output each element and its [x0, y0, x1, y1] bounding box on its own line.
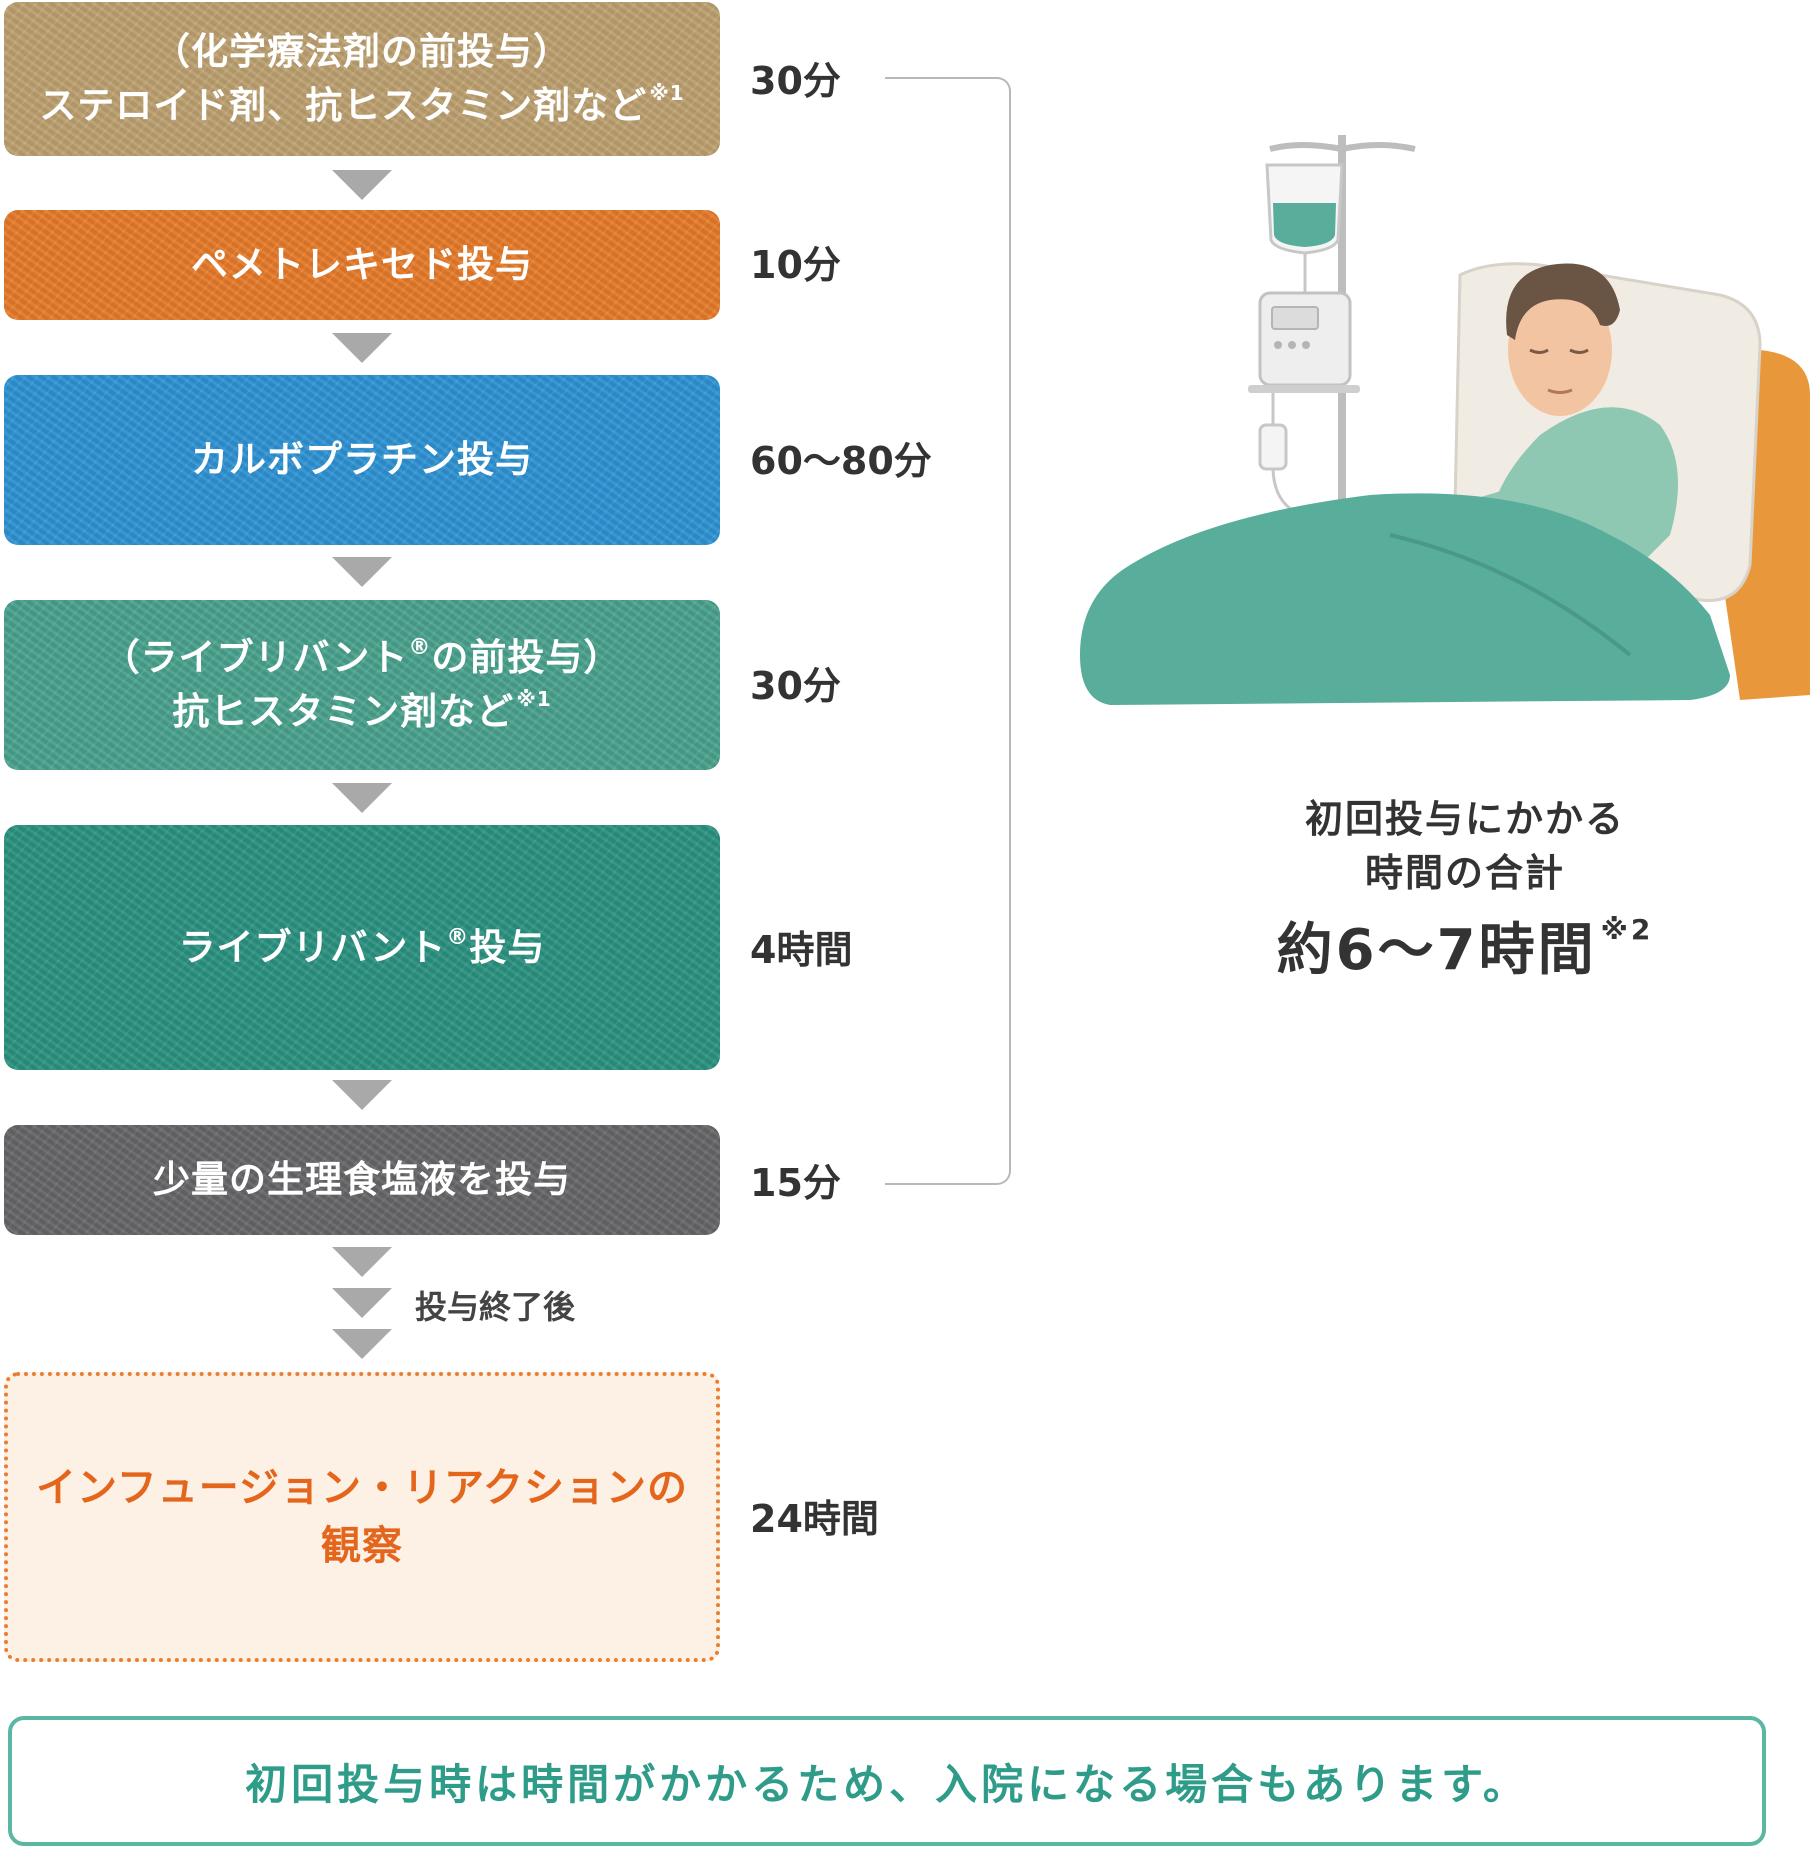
total-time-text: 約6〜7時間 — [1277, 918, 1597, 983]
drip-chamber — [1260, 425, 1286, 469]
step-line-text: ライブリバント — [179, 926, 447, 969]
step-label: （ライブリバント®の前投与） 抗ヒスタミン剤など※1 — [103, 631, 622, 739]
step-line-text: の前投与） — [431, 636, 621, 679]
step-pemetrexed: ペメトレキセド投与 — [4, 210, 720, 320]
patient-iv-illustration — [1070, 135, 1810, 715]
total-time-caption: 初回投与にかかる — [1200, 788, 1730, 843]
step-line-text: ステロイド剤、抗ヒスタミン剤など — [39, 84, 647, 127]
step-line: 抗ヒスタミン剤など※1 — [103, 685, 622, 739]
pump-display — [1272, 307, 1318, 329]
pump-button — [1288, 341, 1296, 349]
step-line-text: 抗ヒスタミン剤など — [172, 690, 514, 733]
step-label: カルボプラチン投与 — [191, 433, 533, 487]
step-saline: 少量の生理食塩液を投与 — [4, 1125, 720, 1235]
footnote-mark: ※1 — [649, 81, 684, 105]
down-arrow-icon — [332, 333, 392, 363]
step-line: 観察 — [321, 1517, 403, 1575]
iv-fluid — [1273, 203, 1336, 247]
pump-button — [1274, 341, 1282, 349]
step-premedication-chemo: （化学療法剤の前投与） ステロイド剤、抗ヒスタミン剤など※1 — [4, 2, 720, 156]
total-time-bracket — [885, 77, 1011, 1185]
step-duration: 30分 — [750, 663, 841, 709]
footnote-mark: ※2 — [1601, 913, 1654, 946]
step-duration: 4時間 — [750, 927, 852, 973]
step-rybrevant: ライブリバント®投与 — [4, 825, 720, 1070]
step-label: 少量の生理食塩液を投与 — [153, 1153, 571, 1207]
step-line: （化学療法剤の前投与） — [39, 25, 684, 79]
pump-button — [1302, 341, 1310, 349]
step-duration: 24時間 — [750, 1496, 879, 1542]
step-premedication-rybrevant: （ライブリバント®の前投与） 抗ヒスタミン剤など※1 — [4, 600, 720, 770]
step-line-text: 投与 — [469, 926, 545, 969]
step-line: （ライブリバント®の前投与） — [103, 631, 622, 685]
step-line: ステロイド剤、抗ヒスタミン剤など※1 — [39, 79, 684, 133]
registered-mark: ® — [408, 635, 431, 660]
pump-shelf — [1248, 385, 1360, 393]
step-label: ライブリバント®投与 — [179, 921, 546, 975]
hospitalization-note: 初回投与時は時間がかかるため、入院になる場合もあります。 — [8, 1716, 1766, 1846]
step-duration: 15分 — [750, 1160, 841, 1206]
step-label: ペメトレキセド投与 — [191, 238, 533, 292]
step-duration: 10分 — [750, 242, 841, 288]
down-arrow-icon — [332, 1247, 392, 1277]
step-observation: インフュージョン・リアクションの 観察 — [4, 1372, 720, 1662]
step-line-text: （ライブリバント — [103, 636, 409, 679]
footnote-mark: ※1 — [516, 687, 551, 711]
down-arrow-icon — [332, 557, 392, 587]
down-arrow-icon — [332, 1288, 392, 1318]
after-administration-label: 投与終了後 — [415, 1282, 575, 1328]
down-arrow-icon — [332, 1329, 392, 1359]
step-duration: 30分 — [750, 58, 841, 104]
total-time-value: 約6〜7時間※2 — [1200, 905, 1730, 986]
total-time-caption: 時間の合計 — [1200, 842, 1730, 897]
step-line: インフュージョン・リアクションの — [36, 1459, 688, 1517]
step-carboplatin: カルボプラチン投与 — [4, 375, 720, 545]
registered-mark: ® — [446, 925, 469, 950]
step-label: （化学療法剤の前投与） ステロイド剤、抗ヒスタミン剤など※1 — [39, 25, 684, 133]
down-arrow-icon — [332, 170, 392, 200]
down-arrow-icon — [332, 1080, 392, 1110]
down-arrow-icon — [332, 783, 392, 813]
